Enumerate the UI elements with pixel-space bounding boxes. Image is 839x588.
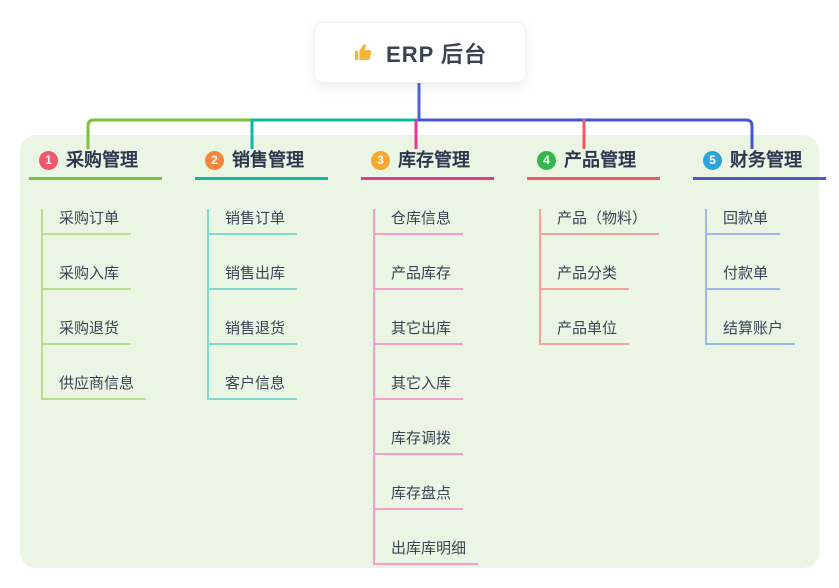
child-node[interactable]: 产品（物料） [541,209,660,235]
branch-badge-3: 3 [371,150,390,170]
child-node[interactable]: 出库库明细 [375,539,479,565]
child-node[interactable]: 销售订单 [209,209,298,235]
branch-procurement: 1 采购管理 采购订单 采购入库 采购退货 供应商信息 [29,149,162,400]
branch-children: 销售订单 销售出库 销售退货 客户信息 [207,209,298,400]
child-node[interactable]: 库存盘点 [375,484,464,510]
branch-header-sales[interactable]: 2 销售管理 [195,149,328,180]
branch-badge-2: 2 [205,150,224,170]
branch-header-inventory[interactable]: 3 库存管理 [361,149,494,180]
branch-title: 销售管理 [232,150,304,170]
child-node[interactable]: 结算账户 [707,319,796,345]
child-node[interactable]: 其它入库 [375,374,464,400]
child-node[interactable]: 其它出库 [375,319,464,345]
child-node[interactable]: 采购入库 [43,264,132,290]
child-node[interactable]: 回款单 [707,209,781,235]
branch-title: 采购管理 [66,150,138,170]
branch-header-finance[interactable]: 5 财务管理 [693,149,826,180]
branch-badge-1: 1 [39,150,58,170]
child-node[interactable]: 付款单 [707,264,781,290]
child-node[interactable]: 仓库信息 [375,209,464,235]
child-node[interactable]: 供应商信息 [43,374,147,400]
child-node[interactable]: 客户信息 [209,374,298,400]
branch-inventory: 3 库存管理 仓库信息 产品库存 其它出库 其它入库 库存调拨 库存盘点 出库库… [361,149,494,565]
mindmap-panel: 1 采购管理 采购订单 采购入库 采购退货 供应商信息 2 销售管理 销售订单 … [20,135,826,568]
branch-children: 仓库信息 产品库存 其它出库 其它入库 库存调拨 库存盘点 出库库明细 [373,209,479,565]
child-node[interactable]: 产品分类 [541,264,630,290]
root-title: ERP 后台 [386,41,487,67]
branch-product: 4 产品管理 产品（物料） 产品分类 产品单位 [527,149,660,345]
root-node[interactable]: ERP 后台 [314,22,526,83]
child-node[interactable]: 产品库存 [375,264,464,290]
branch-title: 财务管理 [730,150,802,170]
child-node[interactable]: 销售退货 [209,319,298,345]
branch-header-product[interactable]: 4 产品管理 [527,149,660,180]
branch-header-procurement[interactable]: 1 采购管理 [29,149,162,180]
child-node[interactable]: 产品单位 [541,319,630,345]
branch-sales: 2 销售管理 销售订单 销售出库 销售退货 客户信息 [195,149,328,400]
branch-badge-4: 4 [537,150,556,170]
branch-children: 回款单 付款单 结算账户 [705,209,796,345]
branch-title: 产品管理 [564,150,636,170]
branch-badge-5: 5 [703,150,722,170]
child-node[interactable]: 销售出库 [209,264,298,290]
thumbs-up-icon [353,41,376,64]
child-node[interactable]: 库存调拨 [375,429,464,455]
branch-children: 产品（物料） 产品分类 产品单位 [539,209,660,345]
branch-children: 采购订单 采购入库 采购退货 供应商信息 [41,209,147,400]
branch-title: 库存管理 [398,150,470,170]
child-node[interactable]: 采购退货 [43,319,132,345]
child-node[interactable]: 采购订单 [43,209,132,235]
branch-finance: 5 财务管理 回款单 付款单 结算账户 [693,149,826,345]
